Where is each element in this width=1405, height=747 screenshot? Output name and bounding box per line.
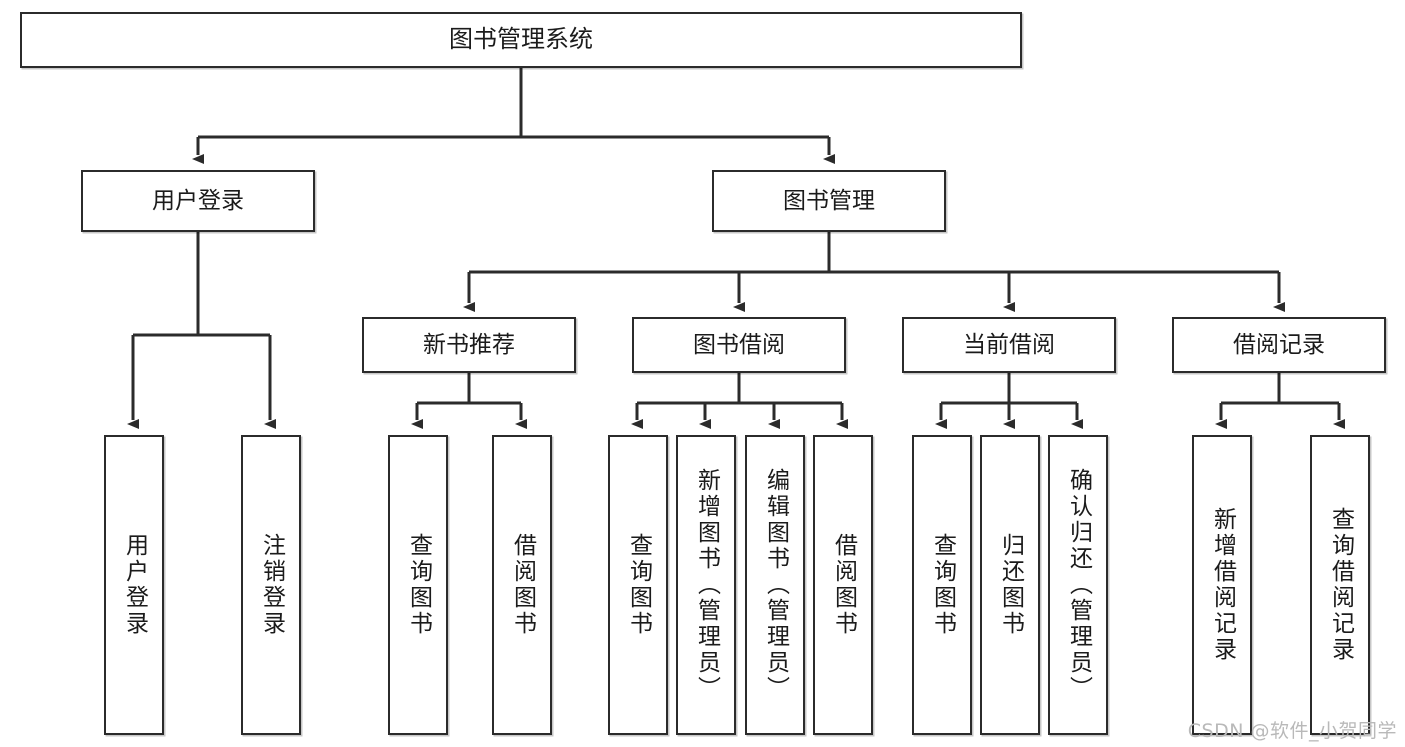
node-label: 查询图书	[405, 533, 432, 637]
leaf-query-borrow-record[interactable]: 查询借阅记录	[1310, 435, 1370, 735]
node-current-borrow[interactable]: 当前借阅	[902, 317, 1116, 373]
edge-borrow-record-to-leaves	[1215, 373, 1345, 429]
edge-book-borrow-to-leaves	[631, 373, 848, 429]
node-label: 用户登录	[152, 187, 244, 214]
leaf-logout-login[interactable]: 注销登录	[241, 435, 301, 735]
watermark-text: CSDN @软件_小贺同学	[1187, 720, 1397, 742]
node-label: 用户登录	[121, 533, 148, 637]
leaf-borrow-book-borrow[interactable]: 借阅图书	[813, 435, 873, 735]
leaf-edit-book-admin[interactable]: 编辑图书（管理员）	[745, 435, 805, 735]
leaf-confirm-return-admin[interactable]: 确认归还（管理员）	[1048, 435, 1108, 735]
node-label: 新增借阅记录	[1209, 507, 1236, 663]
node-label: 归还图书	[997, 533, 1024, 637]
leaf-add-book-admin[interactable]: 新增图书（管理员）	[676, 435, 736, 735]
node-label: 借阅图书	[509, 533, 536, 637]
node-root-system[interactable]: 图书管理系统	[20, 12, 1022, 68]
node-label: 图书管理	[783, 187, 875, 214]
leaf-add-borrow-record[interactable]: 新增借阅记录	[1192, 435, 1252, 735]
node-label: 编辑图书（管理员）	[762, 468, 789, 702]
node-label: 当前借阅	[963, 331, 1055, 358]
node-label: 新书推荐	[423, 331, 515, 358]
node-new-book-recommend[interactable]: 新书推荐	[362, 317, 576, 373]
leaf-query-book-current[interactable]: 查询图书	[912, 435, 972, 735]
edge-book-management-to-level3	[463, 232, 1285, 312]
edge-user-login-to-leaves	[127, 232, 276, 429]
edge-root-to-level2	[192, 68, 835, 164]
node-label: 查询图书	[625, 533, 652, 637]
node-book-management[interactable]: 图书管理	[712, 170, 946, 232]
leaf-user-login[interactable]: 用户登录	[104, 435, 164, 735]
node-borrow-record[interactable]: 借阅记录	[1172, 317, 1386, 373]
leaf-borrow-book-new-recommend[interactable]: 借阅图书	[492, 435, 552, 735]
edge-current-borrow-to-leaves	[935, 373, 1083, 429]
node-label: 借阅图书	[830, 533, 857, 637]
node-label: 图书管理系统	[449, 25, 593, 54]
node-book-borrow[interactable]: 图书借阅	[632, 317, 846, 373]
edge-new-book-recommend-to-leaves	[411, 373, 527, 429]
leaf-query-book-borrow[interactable]: 查询图书	[608, 435, 668, 735]
leaf-return-book[interactable]: 归还图书	[980, 435, 1040, 735]
node-label: 新增图书（管理员）	[693, 468, 720, 702]
node-label: 注销登录	[258, 533, 285, 637]
node-label: 确认归还（管理员）	[1065, 468, 1092, 702]
node-label: 查询图书	[929, 533, 956, 637]
node-label: 查询借阅记录	[1327, 507, 1354, 663]
node-label: 图书借阅	[693, 331, 785, 358]
node-label: 借阅记录	[1233, 331, 1325, 358]
node-user-login[interactable]: 用户登录	[81, 170, 315, 232]
leaf-query-book-new-recommend[interactable]: 查询图书	[388, 435, 448, 735]
